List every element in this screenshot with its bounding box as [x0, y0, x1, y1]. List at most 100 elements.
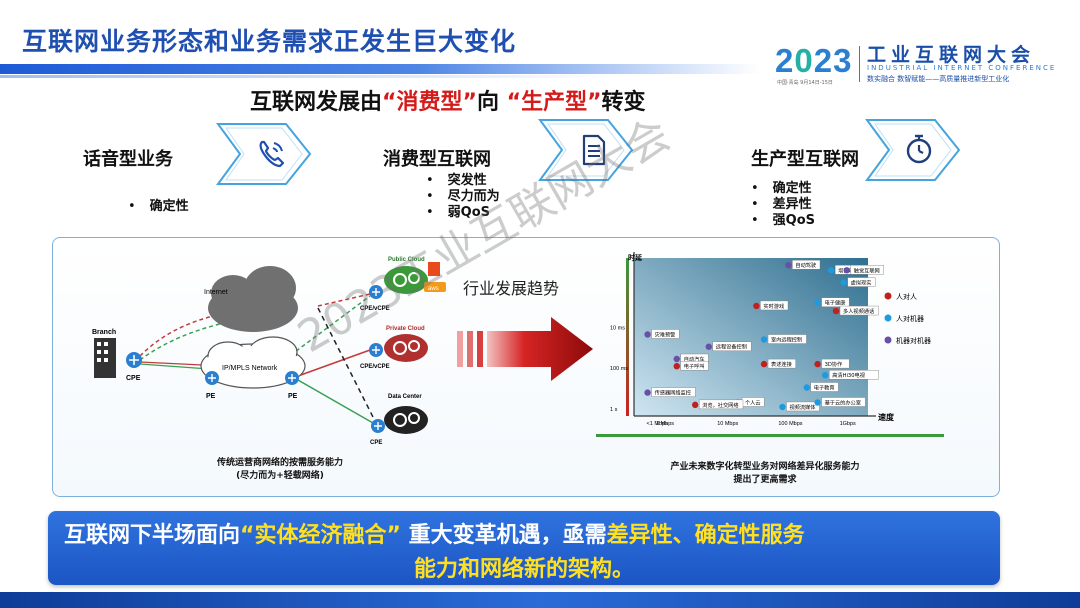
chart-point: [644, 389, 651, 396]
chart-point-label: 传感器网络监控: [655, 389, 691, 397]
network-diagram-caption: 传统运营商网络的按需服务能力 (尽力而为+轻载网络): [216, 458, 343, 481]
chart-baseline-strip: [596, 434, 944, 437]
stage-label-voice: 话音型业务: [83, 149, 173, 170]
chart-point-label-box: [839, 305, 879, 316]
bullet-item: 弱QoS: [426, 205, 500, 221]
chart-point: [827, 267, 835, 274]
bullet-item: 突发性: [426, 173, 500, 189]
chart-x-tick: 1 Mbps: [656, 421, 674, 427]
phone-icon: [259, 140, 285, 168]
chart-x-tick: 100 Mbps: [778, 421, 802, 427]
bullet-item: 差异性: [751, 197, 815, 213]
conclusion-banner: 互联网下半场面向“实体经济融合” 重大变革机遇，亟需差异性、确定性服务 能力和网…: [48, 511, 1000, 585]
stage-label-consumer: 消费型互联网: [383, 149, 491, 170]
chart-point: [822, 372, 829, 379]
chart-point-label: 视频流媒体: [789, 403, 816, 411]
chart-point-label: 电子教育: [814, 384, 835, 392]
stage-chevron-production: [865, 119, 961, 181]
router-icon: [369, 285, 383, 299]
logo-slogan: 数实融合 数智赋能——高质量推进新型工业化: [867, 75, 1010, 83]
mpls-cloud-icon: [200, 336, 306, 389]
chart-point-label: 远程设备控制: [716, 343, 747, 351]
chart-point-label-box: [850, 265, 884, 275]
network-diagram: Branch CPE Internet IP/MPLS Network PE P…: [92, 257, 446, 446]
banner-line-2: 能力和网络新的架构。: [413, 557, 634, 582]
chart-point-label: 电子健康: [825, 299, 846, 307]
chart-point-label: 多人视频通话: [843, 307, 874, 315]
chart-point: [673, 362, 680, 370]
document-icon: [582, 134, 606, 166]
logo-divider: [859, 46, 860, 82]
chart-point: [814, 299, 821, 306]
logo-chinese-name: 工业互联网大会: [867, 44, 1036, 66]
bullet-item: 强QoS: [751, 213, 815, 229]
chart-point-label: 室内远程控制: [771, 336, 802, 344]
chart-point-label-box: [829, 370, 879, 380]
chart-y-tick: 100 ms: [610, 366, 628, 372]
chart-point-label-box: [651, 329, 680, 339]
chart-point-label-box: [767, 334, 807, 344]
logo-english-name: INDUSTRIAL INTERNET CONFERENCE: [867, 64, 1057, 72]
trend-label: 行业发展趋势: [463, 279, 560, 298]
data-center-gears-icon: [384, 406, 428, 434]
label-cpe-left: CPE: [126, 375, 141, 382]
label-cpe-vcpe-1: CPE/vCPE: [360, 306, 390, 312]
chart-point-label: 实时游戏: [763, 302, 784, 310]
chart-y-tick: 10 ms: [610, 325, 625, 331]
chart-x-tick: 1Gbps: [840, 421, 856, 427]
chart-point: [779, 403, 786, 411]
title-underline-thin: [0, 75, 620, 78]
chart-caption: 产业未来数字化转型业务对网络差异化服务能力 提出了更高需求: [670, 462, 860, 485]
chart-y-gradient-bar: [626, 258, 629, 416]
label-pe1: PE: [206, 393, 216, 400]
chart-point-label: 触觉互联网: [854, 266, 880, 274]
label-pe2: PE: [288, 393, 298, 400]
label-private-cloud: Private Cloud: [386, 326, 425, 332]
chart-point-label: 3D协作: [825, 360, 843, 368]
label-mpls: IP/MPLS Network: [222, 365, 278, 372]
chart-point-label-box: [821, 297, 850, 307]
chart-point-label: 高清Hi30电视: [832, 371, 865, 379]
chart-point-label: 表述连接: [771, 360, 792, 368]
chart-point-label-box: [698, 399, 744, 410]
chart-point: [691, 401, 699, 409]
stage-chevron-consumer: [538, 119, 634, 181]
chart-y-tick: 1 s: [610, 407, 618, 413]
chart-point: [753, 302, 760, 310]
label-public-cloud: Public Cloud: [388, 257, 425, 263]
chart-point-label-box: [760, 300, 789, 311]
office-logo-icon: [428, 262, 440, 276]
chart-legend-marker: [884, 314, 892, 322]
chart-point-label: 个人云: [745, 400, 761, 407]
bullet-item: 确定性: [751, 181, 815, 197]
chart-point: [832, 307, 840, 315]
chart-point: [760, 360, 768, 368]
chart-point: [814, 360, 821, 368]
chart-point: [644, 331, 651, 338]
banner-line-1: 互联网下半场面向“实体经济融合” 重大变革机遇，亟需差异性、确定性服务: [64, 523, 805, 548]
chart-point-label: 电子呼叫: [684, 362, 705, 370]
chart-x-tick: 10 Mbps: [717, 421, 738, 427]
aws-logo-icon: aws: [424, 282, 446, 292]
router-icon: [126, 352, 142, 368]
slide-title: 互联网业务形态和业务需求正发生巨大变化: [22, 27, 517, 56]
logo-year: 2023: [775, 42, 853, 79]
stopwatch-icon: [906, 134, 932, 164]
chart-point: [814, 399, 821, 406]
stage-bullets-production: 确定性 差异性 强QoS: [751, 181, 815, 229]
chart-point-label-box: [810, 382, 839, 392]
stage-bullets-voice: 确定性: [128, 199, 189, 215]
router-icon: [369, 343, 383, 357]
chart-x-label: 速度: [878, 412, 895, 422]
chart-point-label: 灾难预警: [655, 330, 676, 338]
chart-point-label-box: [786, 401, 820, 412]
chart-point-label: 自动汽车: [684, 355, 705, 363]
svg-text:aws: aws: [428, 286, 439, 292]
chart-legend-marker: [884, 292, 892, 300]
chart-point: [803, 384, 811, 391]
label-internet: Internet: [204, 289, 228, 296]
router-icon: [371, 419, 385, 433]
chart-point: [705, 343, 712, 350]
chart-point: [760, 336, 768, 343]
